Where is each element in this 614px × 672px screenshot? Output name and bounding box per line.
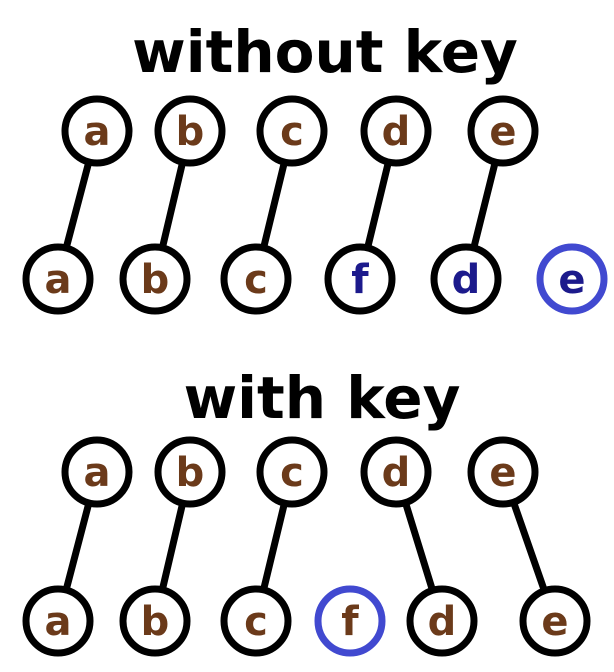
node-s0-top-c: c — [256, 95, 328, 167]
section-title-without-key: without key — [132, 18, 518, 86]
node-s1-bottom-b: b — [119, 585, 191, 657]
node-s1-top-b-label: b — [176, 450, 205, 496]
node-s1-top-c-circle — [256, 436, 328, 508]
node-s1-top-d-label: d — [382, 450, 411, 496]
node-s1-top-c: c — [256, 436, 328, 508]
node-s1-bottom-b-label: b — [141, 599, 170, 645]
node-s1-bottom-c: c — [220, 585, 292, 657]
node-s1-bottom-a-circle — [22, 585, 94, 657]
node-s0-bottom-c-circle — [220, 243, 292, 315]
node-s0-bottom-e: e — [536, 243, 608, 315]
link-s1-3 — [401, 499, 437, 594]
node-s1-bottom-e: e — [519, 585, 591, 657]
node-s0-top-b-label: b — [176, 109, 205, 155]
node-s0-top-c-label: c — [280, 109, 304, 155]
node-s0-top-a-label: a — [84, 109, 111, 155]
link-s0-1 — [158, 158, 187, 252]
node-s0-top-a: a — [61, 95, 133, 167]
node-s1-bottom-c-label: c — [244, 599, 268, 645]
link-s1-1 — [158, 499, 187, 594]
node-s0-top-d-label: d — [382, 109, 411, 155]
node-s1-bottom-a: a — [22, 585, 94, 657]
node-s1-top-a-label: a — [84, 450, 111, 496]
node-s0-bottom-e-circle — [536, 243, 608, 315]
node-s1-bottom-a-label: a — [45, 599, 72, 645]
link-s1-2 — [260, 499, 288, 594]
node-s1-bottom-d-circle — [406, 585, 478, 657]
link-s0-4 — [470, 158, 499, 252]
node-s0-top-e-label: e — [489, 109, 516, 155]
node-s0-bottom-b-label: b — [141, 257, 170, 303]
nodes-layer: a b c d e a b c f d e a b c d e a b c f d e — [22, 95, 608, 657]
node-s0-bottom-b-circle — [119, 243, 191, 315]
node-s0-bottom-c: c — [220, 243, 292, 315]
node-s1-top-d-circle — [360, 436, 432, 508]
link-s1-4 — [510, 498, 548, 595]
node-s0-bottom-f-circle — [324, 243, 396, 315]
node-s1-top-c-label: c — [280, 450, 304, 496]
links-layer — [62, 158, 548, 595]
link-s0-2 — [260, 158, 288, 252]
link-s0-0 — [62, 158, 93, 252]
node-s0-top-e-circle — [467, 95, 539, 167]
link-s0-3 — [364, 158, 392, 252]
node-s0-bottom-a-label: a — [45, 257, 72, 303]
node-s0-bottom-f-label: f — [351, 257, 369, 303]
node-s1-top-e-circle — [467, 436, 539, 508]
node-s1-top-e-label: e — [489, 450, 516, 496]
node-s1-top-d: d — [360, 436, 432, 508]
node-s0-bottom-a: a — [22, 243, 94, 315]
node-s1-bottom-f: f — [314, 585, 386, 657]
node-s0-top-c-circle — [256, 95, 328, 167]
node-s1-bottom-b-circle — [119, 585, 191, 657]
node-s0-bottom-e-label: e — [558, 257, 585, 303]
node-s1-top-b: b — [154, 436, 226, 508]
node-s1-bottom-f-label: f — [341, 599, 359, 645]
node-s1-bottom-c-circle — [220, 585, 292, 657]
node-s0-bottom-d-label: d — [452, 257, 481, 303]
node-s1-bottom-f-circle — [314, 585, 386, 657]
node-s0-top-e: e — [467, 95, 539, 167]
link-s1-0 — [62, 499, 93, 594]
node-s1-top-e: e — [467, 436, 539, 508]
node-s0-bottom-a-circle — [22, 243, 94, 315]
node-s0-top-d-circle — [360, 95, 432, 167]
node-s0-top-d: d — [360, 95, 432, 167]
node-s1-bottom-d: d — [406, 585, 478, 657]
node-s0-top-a-circle — [61, 95, 133, 167]
node-s0-bottom-b: b — [119, 243, 191, 315]
node-s1-bottom-e-label: e — [541, 599, 568, 645]
node-s0-bottom-d: d — [430, 243, 502, 315]
node-s0-bottom-d-circle — [430, 243, 502, 315]
section-title-with-key: with key — [184, 364, 461, 432]
node-s0-top-b-circle — [154, 95, 226, 167]
node-s0-bottom-c-label: c — [244, 257, 268, 303]
node-s1-top-a: a — [61, 436, 133, 508]
node-s1-top-b-circle — [154, 436, 226, 508]
node-s1-bottom-d-label: d — [428, 599, 457, 645]
node-s1-bottom-e-circle — [519, 585, 591, 657]
node-s0-top-b: b — [154, 95, 226, 167]
node-s1-top-a-circle — [61, 436, 133, 508]
node-s0-bottom-f: f — [324, 243, 396, 315]
